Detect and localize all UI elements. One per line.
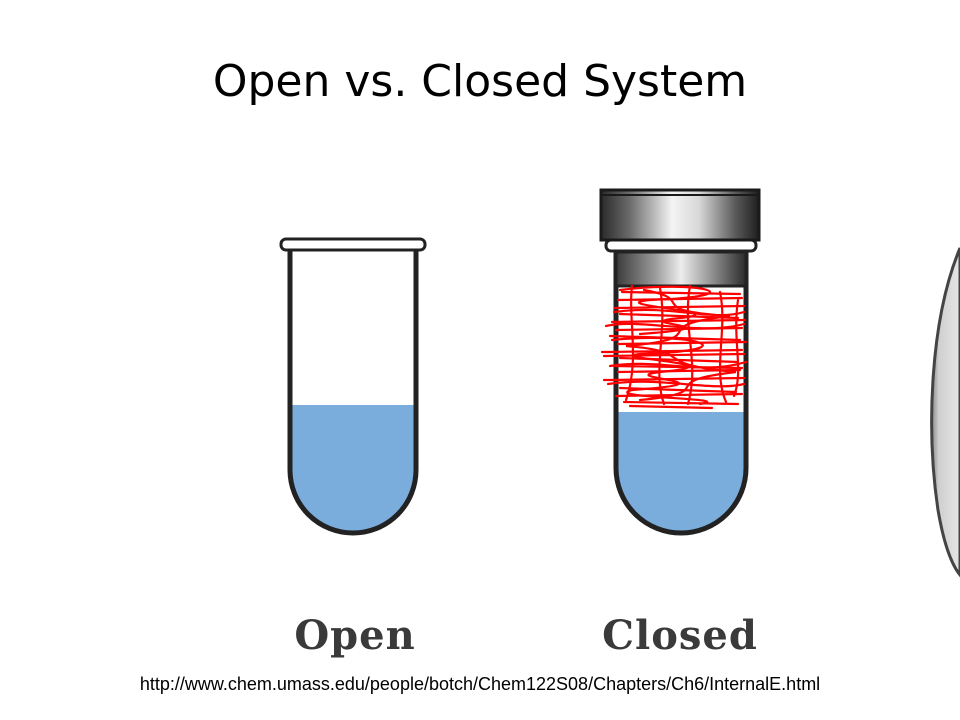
screw-cap <box>599 188 761 242</box>
stopper-plug <box>614 250 748 288</box>
red-scribble <box>600 284 748 410</box>
closed-label: Closed <box>602 612 758 659</box>
source-url: http://www.chem.umass.edu/people/botch/C… <box>139 674 821 694</box>
open-tube-liquid <box>290 405 416 533</box>
closed-tube-liquid <box>616 412 746 533</box>
open-test-tube <box>279 237 427 536</box>
closed-test-tube <box>599 188 761 536</box>
slide-title: Open vs. Closed System <box>212 56 748 107</box>
open-tube-rim <box>279 237 427 252</box>
partial-bottle-shape <box>930 247 960 578</box>
open-label: Open <box>294 612 416 659</box>
